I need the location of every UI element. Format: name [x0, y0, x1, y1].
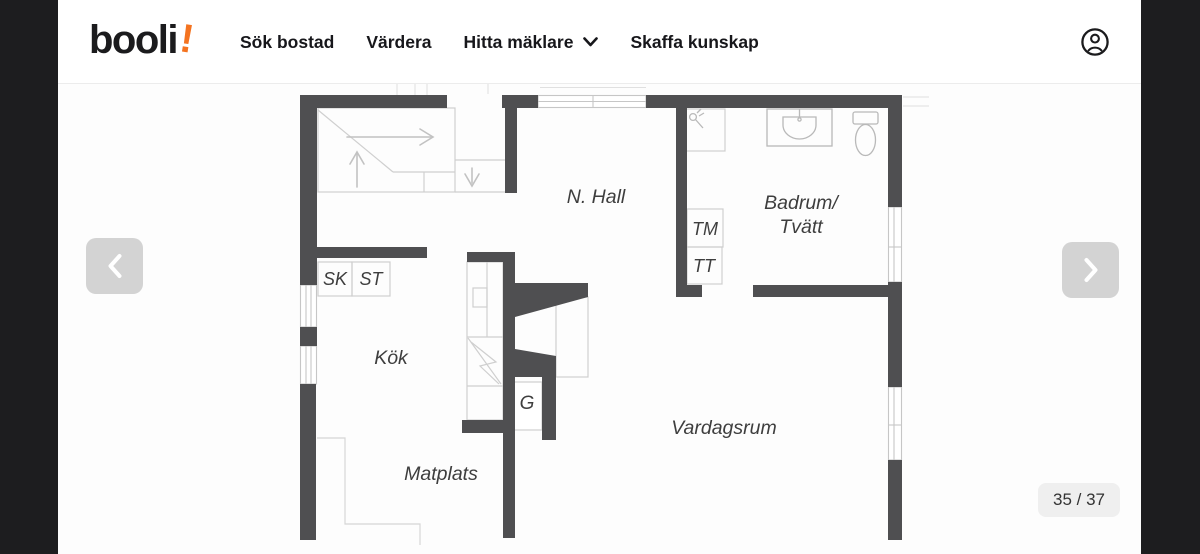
faint-crop-lines [396, 84, 929, 107]
matplats-boundary [317, 437, 421, 545]
label-st: ST [359, 269, 384, 289]
image-counter-text: 35 / 37 [1053, 490, 1105, 509]
floorplan-image: N. Hall Badrum/ Tvätt TM TT SK ST Kök G … [299, 84, 929, 545]
gallery-area: N. Hall Badrum/ Tvätt TM TT SK ST Kök G … [58, 84, 1141, 554]
image-counter-badge: 35 / 37 [1038, 483, 1120, 517]
nav-item-skaffa-kunskap[interactable]: Skaffa kunskap [630, 31, 759, 52]
stove-symbol [470, 341, 500, 385]
room-label-vardagsrum: Vardagsrum [671, 417, 777, 439]
interior-lines [317, 107, 726, 545]
nav-item-sok-bostad[interactable]: Sök bostad [240, 31, 335, 52]
room-label-badrum: Badrum/ [764, 192, 840, 214]
sink-icon [766, 108, 833, 147]
main-navigation: Sök bostad Värdera Hitta mäklare Skaffa … [240, 0, 759, 84]
label-sk: SK [323, 269, 348, 289]
room-label-hall: N. Hall [567, 186, 626, 208]
fireplace-box [555, 296, 589, 378]
window-right-upper [887, 206, 903, 283]
room-label-kok: Kök [374, 347, 409, 369]
kitchen-counter [466, 261, 504, 421]
booli-logo[interactable]: booli! [89, 16, 195, 63]
room-label-matplats: Matplats [404, 463, 478, 485]
letterbox-right [1141, 0, 1200, 554]
label-g: G [520, 393, 535, 414]
site-header: booli! Sök bostad Värdera Hitta mäklare … [58, 0, 1141, 84]
window-left-lower [299, 345, 318, 385]
logo-text: booli [89, 18, 179, 62]
label-tm: TM [692, 219, 718, 239]
stair-arrows [346, 128, 480, 188]
room-label-tvatt: Tvätt [779, 216, 824, 238]
closet-st-box [351, 261, 391, 297]
window-right-lower [887, 386, 903, 461]
fixtures [688, 108, 879, 157]
chimney-lower [515, 349, 556, 377]
chimney-upper [515, 283, 588, 317]
previous-image-button[interactable] [86, 238, 143, 294]
chevron-left-icon [108, 254, 121, 278]
nav-item-vardera[interactable]: Värdera [366, 31, 432, 52]
chevron-right-icon [1084, 258, 1097, 282]
shower-icon [688, 108, 705, 129]
arrow-right-icon [346, 128, 435, 146]
label-tt: TT [693, 256, 717, 276]
account-button[interactable] [1080, 27, 1110, 57]
page-content: booli! Sök bostad Värdera Hitta mäklare … [58, 0, 1141, 554]
arrow-up-icon [349, 150, 365, 188]
staircase [317, 107, 506, 193]
windows [299, 94, 903, 461]
walls [300, 95, 902, 540]
toilet-icon [852, 111, 879, 157]
chevron-down-icon [583, 37, 599, 47]
room-labels: N. Hall Badrum/ Tvätt TM TT SK ST Kök G … [323, 186, 840, 485]
letterbox-left [0, 0, 58, 554]
window-left-upper [299, 284, 318, 328]
nav-item-hitta-maklare[interactable]: Hitta mäklare [464, 32, 599, 53]
arrow-down-icon [464, 167, 480, 188]
next-image-button[interactable] [1062, 242, 1119, 298]
user-profile-icon [1081, 28, 1109, 56]
window-top [537, 94, 647, 109]
logo-exclamation: ! [176, 16, 196, 62]
